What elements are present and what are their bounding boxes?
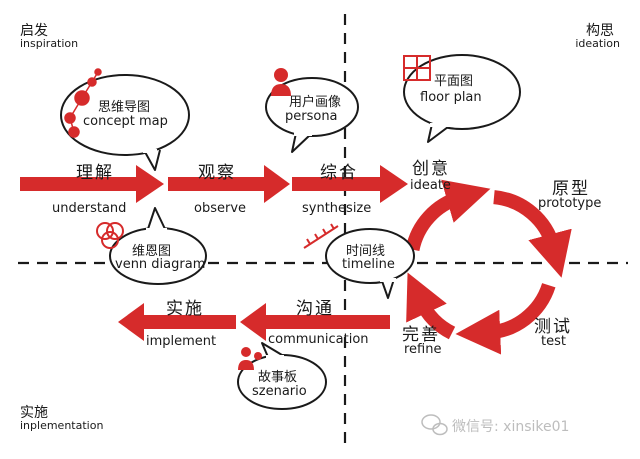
arrow-understand <box>20 165 164 203</box>
step-prototype-en: prototype <box>538 196 602 211</box>
concept-map-icon <box>64 68 102 138</box>
wechat-logo <box>421 414 448 436</box>
bubble-floor-plan-zh: 平面图 <box>434 74 474 89</box>
bubble-timeline <box>325 228 415 299</box>
label-implementation-en: inplementation <box>20 419 104 432</box>
iteration-cycle <box>405 179 572 355</box>
step-understand-zh: 理解 <box>76 163 114 183</box>
timeline-icon <box>303 223 339 249</box>
step-test-zh: 测试 <box>534 317 572 337</box>
step-understand-en: understand <box>52 201 127 216</box>
bubble-persona-zh: 用户画像 <box>289 95 342 110</box>
step-refine-zh: 完善 <box>402 325 440 345</box>
cycle-arrow-test-to-refine <box>406 272 456 340</box>
bubble-scenario-en: szenario <box>252 384 307 399</box>
bubble-concept-map-zh: 思维导图 <box>98 100 151 115</box>
label-ideation-en: ideation <box>575 37 620 50</box>
step-ideate-zh: 创意 <box>412 159 450 179</box>
label-inspiration-en: inspiration <box>20 37 79 50</box>
label-implementation-zh: 实施 <box>20 405 48 421</box>
label-ideation-zh: 构思 <box>586 23 614 39</box>
step-communication-en: communication <box>268 332 369 347</box>
step-refine-en: refine <box>404 342 442 357</box>
bubble-persona-en: persona <box>285 109 338 124</box>
step-observe-en: observe <box>194 201 247 216</box>
scenario-icon <box>238 347 262 370</box>
arrow-synthesize <box>292 165 408 203</box>
cycle-arrow-prototype-to-test <box>455 282 556 355</box>
label-inspiration-zh: 启发 <box>20 23 48 39</box>
step-implement-en: implement <box>146 334 217 349</box>
bubble-venn-diagram <box>109 207 207 285</box>
step-test-en: test <box>541 334 566 349</box>
step-synthesize-en: synthesize <box>302 201 372 216</box>
step-observe-zh: 观察 <box>198 163 236 183</box>
bubble-venn-zh: 维恩图 <box>132 244 172 259</box>
step-implement-zh: 实施 <box>166 299 204 319</box>
bubble-floor-plan <box>403 54 521 143</box>
bubble-scenario-zh: 故事板 <box>258 370 298 385</box>
floor-plan-icon <box>403 55 431 81</box>
persona-icon <box>271 68 291 96</box>
step-communication-zh: 沟通 <box>296 299 334 319</box>
bubble-scenario <box>237 342 327 410</box>
bubble-concept-map <box>60 74 190 171</box>
bubble-timeline-zh: 时间线 <box>346 244 386 259</box>
cycle-arrow-refine-to-ideate <box>405 179 491 252</box>
arrow-communication <box>240 303 390 341</box>
arrow-observe <box>168 165 290 203</box>
bubble-venn-en: venn diagram <box>115 257 206 272</box>
step-prototype-zh: 原型 <box>552 179 590 199</box>
arrow-implement <box>118 303 236 341</box>
venn-icon <box>96 222 124 249</box>
cycle-arrow-ideate-to-prototype <box>493 190 572 278</box>
step-synthesize-zh: 综合 <box>320 163 358 183</box>
step-ideate-en: ideate <box>410 178 451 193</box>
bubble-floor-plan-en: floor plan <box>420 90 482 105</box>
watermark-text: 微信号: xinsike01 <box>452 419 570 435</box>
bubble-timeline-en: timeline <box>342 257 395 272</box>
bubble-concept-map-en: concept map <box>83 114 168 129</box>
